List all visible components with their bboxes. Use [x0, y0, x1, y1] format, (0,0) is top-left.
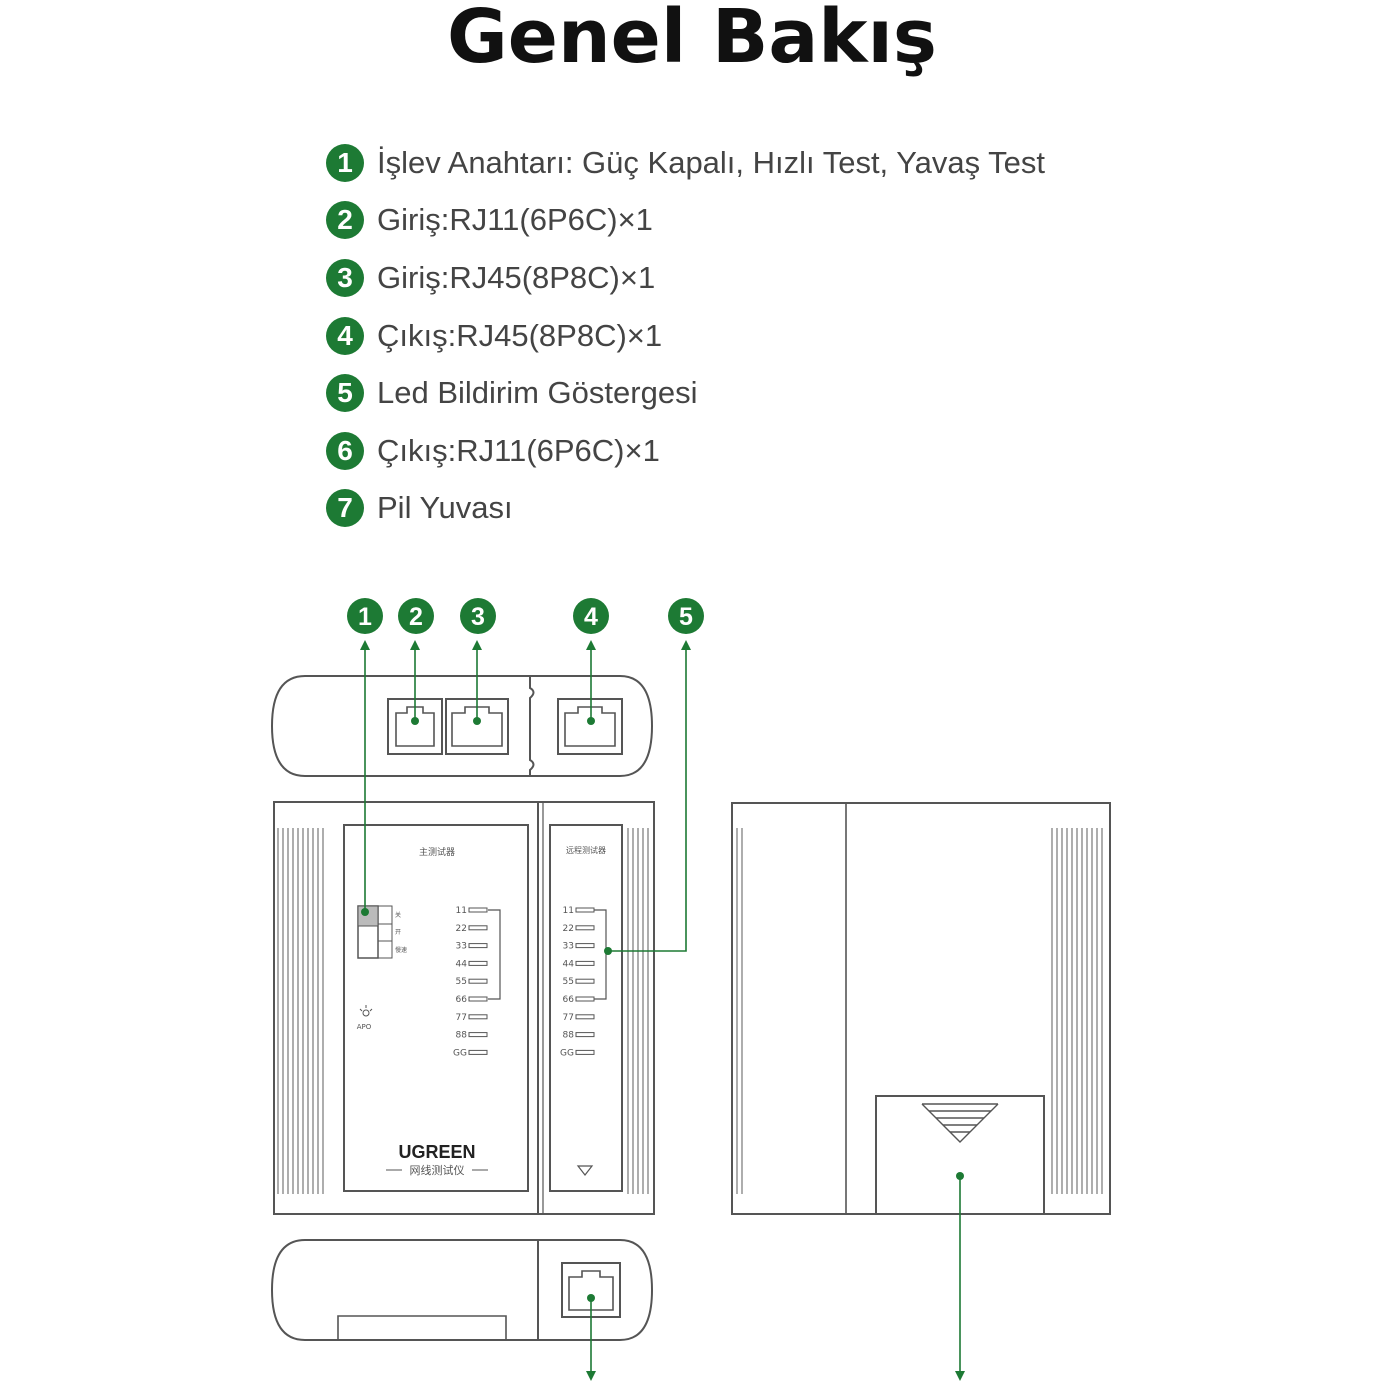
- led-label: GG: [560, 1048, 574, 1058]
- callout-dots: [361, 717, 964, 1302]
- callout-number: 1: [358, 603, 372, 631]
- led-indicator: [575, 925, 595, 931]
- feature-label: Çıkış:RJ45(8P8C)×1: [377, 317, 663, 353]
- feature-label: Led Bildirim Göstergesi: [377, 375, 698, 411]
- feature-item-7: 7 Pil Yuvası: [326, 480, 1045, 538]
- feature-label: Çıkış:RJ11(6P6C)×1: [377, 432, 660, 468]
- main-tester-panel: [343, 824, 529, 1192]
- callout-leaders: [360, 640, 965, 1381]
- led-label: 66: [456, 995, 468, 1005]
- led-label: 44: [563, 959, 575, 969]
- device-front-view: 主测试器 远程测试器 关 开 慢速 APO 11 22 33 44 55 66 77 88GG…: [273, 801, 655, 1215]
- feature-label: Giriş:RJ11(6P6C)×1: [377, 202, 653, 238]
- led-label: 88: [563, 1031, 575, 1041]
- brand-logo: UGREEN: [398, 1142, 475, 1162]
- switch-label-slow: 慢速: [395, 946, 407, 954]
- feature-number-badge: 3: [326, 258, 364, 297]
- feature-list: 1 İşlev Anahtarı: Güç Kapalı, Hızlı Test…: [326, 134, 1045, 537]
- led-indicator: [575, 943, 595, 949]
- callout-badge-5: 5: [668, 598, 704, 634]
- feature-item-4: 4 Çıkış:RJ45(8P8C)×1: [326, 307, 1045, 365]
- callout-number: 3: [471, 603, 485, 631]
- back-grip-lines-left: [736, 828, 743, 1194]
- feature-number-badge: 2: [326, 201, 364, 240]
- led-indicator: [575, 996, 595, 1002]
- led-label: 33: [563, 942, 574, 952]
- led-indicator: [468, 925, 488, 931]
- callout-badge-2: 2: [398, 598, 434, 634]
- led-label: 22: [563, 924, 574, 934]
- led-indicator: [468, 978, 488, 984]
- apo-label: APO: [357, 1023, 372, 1031]
- grip-lines-left: [277, 828, 324, 1194]
- led-indicator: [575, 1049, 595, 1055]
- led-indicator: [468, 996, 488, 1002]
- feature-number-badge: 4: [326, 316, 364, 355]
- callout-number: 5: [679, 603, 693, 631]
- page-title: Genel Bakış: [447, 0, 937, 80]
- led-label: 55: [456, 977, 467, 987]
- switch-label-fast: 开: [395, 929, 401, 936]
- led-label: 11: [563, 906, 574, 916]
- switch-label-off: 关: [395, 911, 401, 919]
- led-indicator: [575, 960, 595, 966]
- apo-indicator: APO: [357, 1005, 373, 1031]
- remote-tester-panel: [549, 824, 623, 1192]
- feature-number-badge: 6: [326, 431, 364, 470]
- device-back-view: [731, 802, 1111, 1215]
- led-indicator: [575, 1032, 595, 1038]
- led-indicator: [575, 978, 595, 984]
- led-indicator: [468, 1049, 488, 1055]
- led-label: 44: [456, 959, 468, 969]
- led-label: 33: [456, 942, 467, 952]
- main-tester-label: 主测试器: [419, 846, 455, 858]
- feature-label: Pil Yuvası: [377, 490, 513, 526]
- feature-label: Giriş:RJ45(8P8C)×1: [377, 259, 656, 295]
- feature-number-badge: 1: [326, 143, 364, 182]
- led-indicator: [575, 907, 595, 913]
- led-label: 22: [456, 924, 467, 934]
- feature-item-6: 6 Çıkış:RJ11(6P6C)×1: [326, 422, 1045, 480]
- function-switch: 关 开 慢速: [357, 905, 407, 959]
- led-indicator: [575, 1014, 595, 1020]
- back-grip-lines-right: [1051, 828, 1103, 1194]
- led-label: 77: [563, 1013, 574, 1023]
- callout-number: 2: [409, 603, 423, 631]
- callout-badge-4: 4: [573, 598, 609, 634]
- feature-label: İşlev Anahtarı: Güç Kapalı, Hızlı Test, …: [377, 144, 1045, 180]
- led-label: 77: [456, 1013, 467, 1023]
- device-bottom-view: [270, 1239, 654, 1341]
- remote-tester-label: 远程测试器: [566, 845, 606, 855]
- feature-item-3: 3 Giriş:RJ45(8P8C)×1: [326, 249, 1045, 307]
- led-label: 88: [456, 1031, 468, 1041]
- led-label: 55: [563, 977, 574, 987]
- led-label: 66: [563, 995, 575, 1005]
- led-indicator: [468, 960, 488, 966]
- feature-item-5: 5 Led Bildirim Göstergesi: [326, 364, 1045, 422]
- callout-badge-1: 1: [347, 598, 383, 634]
- device-top-view: [270, 675, 654, 777]
- grip-lines-right: [627, 828, 649, 1194]
- feature-number-badge: 5: [326, 374, 364, 413]
- feature-number-badge: 7: [326, 489, 364, 528]
- rj45-output-port: [557, 698, 623, 755]
- feature-item-2: 2 Giriş:RJ11(6P6C)×1: [326, 192, 1045, 250]
- product-subtitle: 网线测试仪: [410, 1163, 465, 1177]
- led-label: GG: [453, 1048, 467, 1058]
- callout-badge-3: 3: [460, 598, 496, 634]
- triangle-mark-icon: [576, 1165, 594, 1176]
- led-label: 11: [456, 906, 467, 916]
- led-indicator: [468, 943, 488, 949]
- feature-item-1: 1 İşlev Anahtarı: Güç Kapalı, Hızlı Test…: [326, 134, 1045, 192]
- led-indicator: [468, 1014, 488, 1020]
- callout-number: 4: [584, 603, 598, 631]
- led-indicator: [468, 907, 488, 913]
- led-indicator: [468, 1032, 488, 1038]
